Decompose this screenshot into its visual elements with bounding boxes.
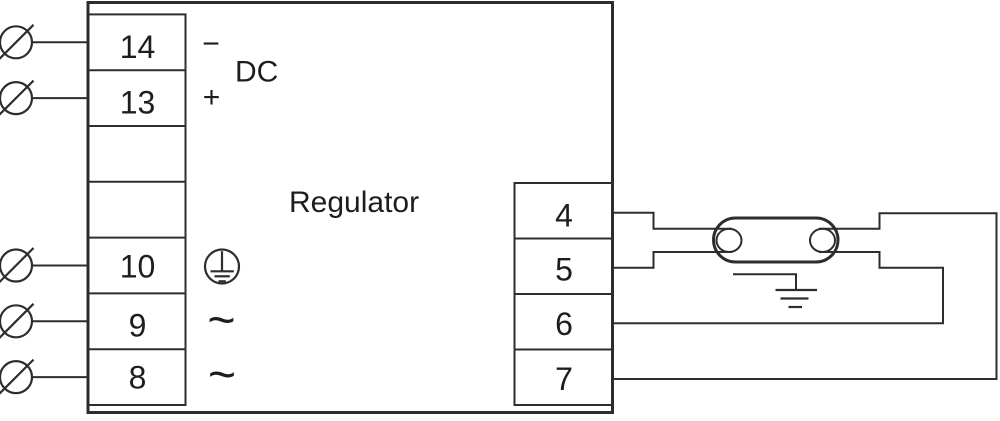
screw-terminal-icon	[0, 24, 89, 60]
terminal-label-13: 13	[120, 84, 156, 120]
device-label: Regulator	[289, 186, 419, 219]
lamp-electrode	[715, 227, 743, 253]
dc-positive-symbol: +	[203, 81, 221, 114]
ac-symbol: ~	[208, 349, 236, 402]
lamp-icon	[712, 216, 840, 264]
screw-terminal-icon	[0, 247, 89, 284]
left-terminal-block: 14 13 10 9 8	[87, 13, 187, 407]
dc-negative-symbol: −	[202, 28, 220, 61]
dc-label: DC	[235, 56, 278, 89]
protective-earth-icon	[203, 248, 241, 285]
terminal-label-8: 8	[129, 359, 147, 395]
wire-terminal-5-to-lamp	[612, 251, 732, 269]
terminal-label-7: 7	[555, 361, 573, 397]
screw-terminal-icon	[0, 358, 89, 395]
wire-lamp-to-terminal-6	[612, 251, 944, 325]
terminal-label-14: 14	[120, 29, 156, 65]
wire-terminal-4-to-lamp	[612, 211, 732, 230]
terminal-label-5: 5	[555, 252, 573, 288]
ac-symbol: ~	[207, 294, 235, 347]
terminal-label-6: 6	[555, 306, 573, 342]
terminal-label-10: 10	[120, 249, 156, 285]
terminal-label-4: 4	[555, 198, 573, 234]
lamp-electrode	[809, 227, 836, 253]
screw-terminal-icon	[0, 79, 89, 116]
wire-lamp-to-terminal-7	[612, 212, 998, 380]
ground-icon	[733, 273, 817, 309]
terminal-label-9: 9	[129, 308, 147, 344]
screw-terminal-icon	[0, 303, 89, 339]
right-terminal-block: 4 5 6 7	[513, 182, 614, 406]
